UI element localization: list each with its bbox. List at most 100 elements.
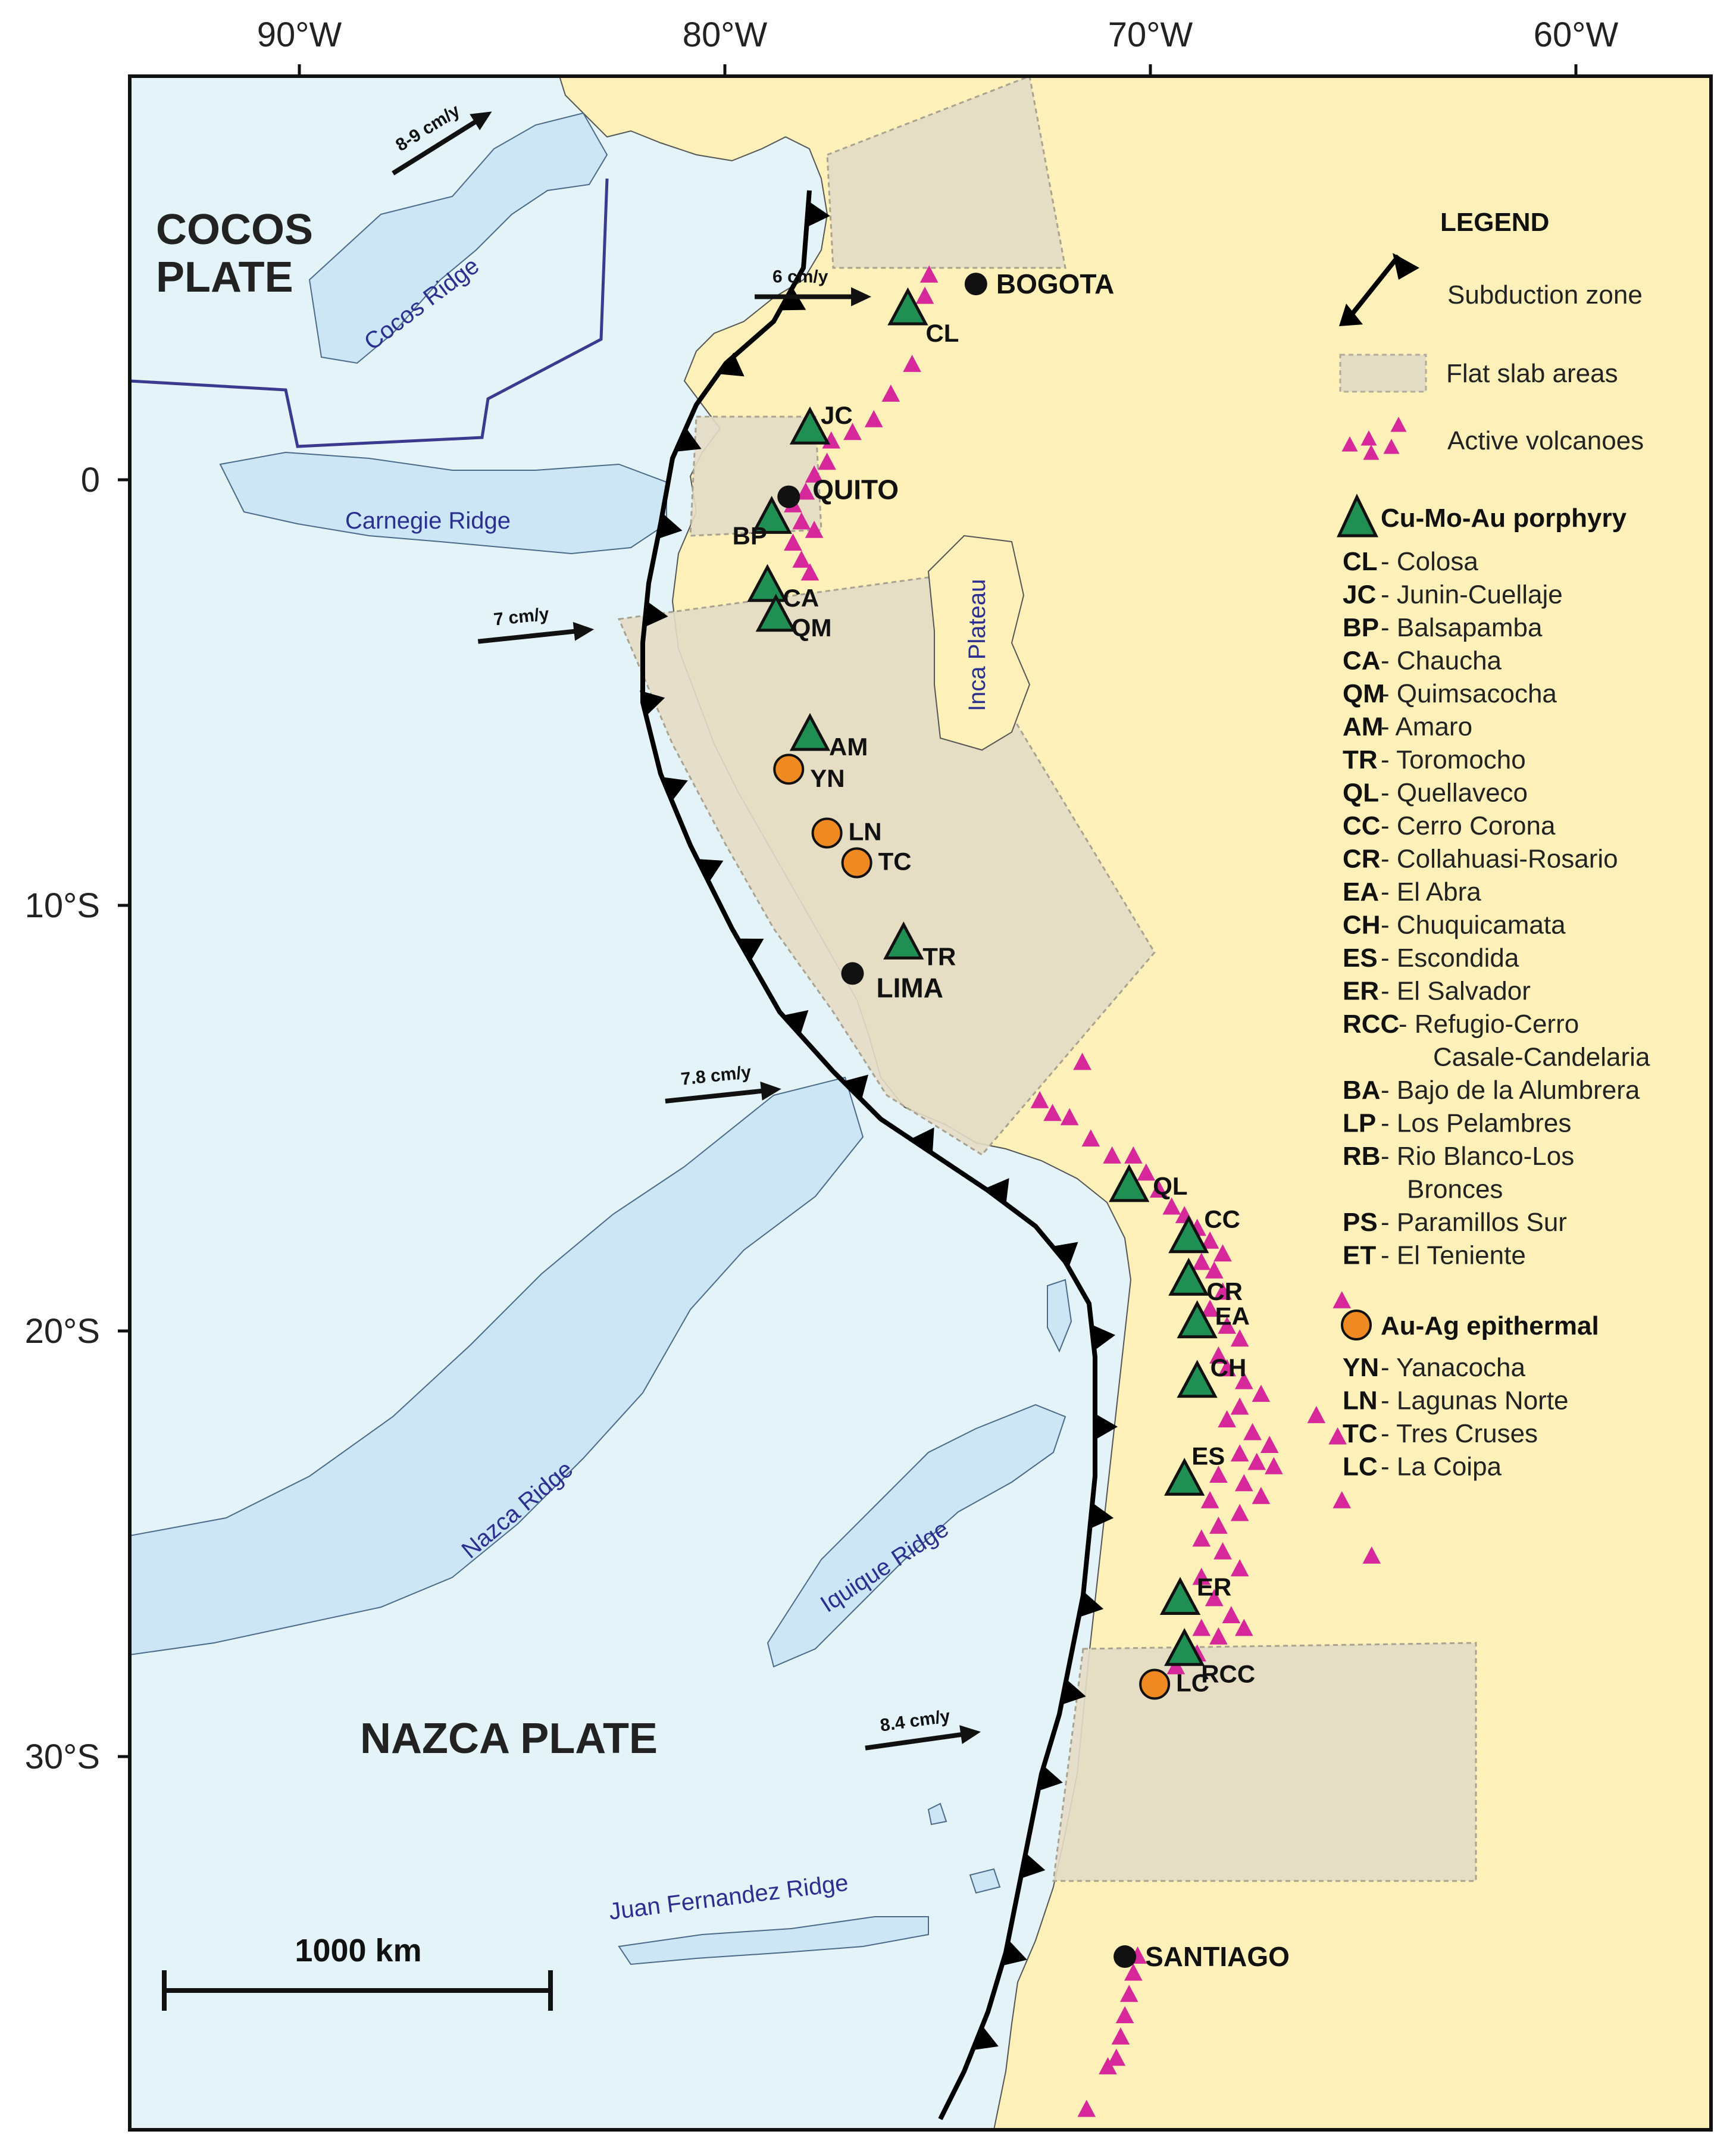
lat-tick-label: 10°S xyxy=(25,886,100,925)
cocos-plate-label-2: PLATE xyxy=(156,254,293,301)
trench-tooth xyxy=(644,601,668,627)
scale-bar: 1000 km xyxy=(162,1933,553,2011)
legend-deposit-code: RB xyxy=(1343,1142,1381,1171)
legend-deposit-name: - Colosa xyxy=(1381,547,1478,576)
legend-deposit-code: CL xyxy=(1343,547,1378,576)
volcano-marker xyxy=(1205,1261,1224,1279)
porphyry-deposit-label: ES xyxy=(1191,1442,1225,1470)
inca-plateau xyxy=(927,535,1031,751)
legend-deposit-code: PS xyxy=(1343,1208,1378,1237)
legend-deposit-code: BP xyxy=(1343,613,1379,642)
legend-deposit-name: - El Abra xyxy=(1381,877,1481,907)
city-label: BOGOTA xyxy=(996,268,1114,299)
volcano-marker xyxy=(1235,1371,1253,1389)
lat-tick-label: 0 xyxy=(81,461,100,499)
volcano-marker xyxy=(792,550,811,568)
volcano-marker xyxy=(1124,1146,1143,1164)
volcano-marker xyxy=(1077,2099,1096,2117)
volcano-marker xyxy=(1209,1465,1228,1483)
volcano-marker xyxy=(1192,1252,1211,1270)
legend-epithermal-symbol xyxy=(1341,1310,1372,1340)
legend-deposit-name: - Collahuasi-Rosario xyxy=(1381,845,1618,874)
legend-porphyry-title: Cu-Mo-Au porphyry xyxy=(1381,504,1627,533)
legend-deposit-code: CA xyxy=(1343,646,1381,676)
trench-tooth xyxy=(662,777,688,802)
volcano-marker xyxy=(864,410,883,427)
trench-tooth xyxy=(737,938,764,961)
volcano-marker xyxy=(1213,1542,1232,1560)
porphyry-deposit-label: ER xyxy=(1197,1573,1231,1601)
legend-deposit-code: LC xyxy=(1343,1452,1378,1482)
legend-flat-slab-label: Flat slab areas xyxy=(1446,359,1618,388)
plate-motion-arrow: 6 cm/y xyxy=(755,267,872,307)
volcano-marker xyxy=(1218,1410,1236,1428)
volcano-marker xyxy=(1119,1985,1138,2002)
volcano-marker xyxy=(1213,1282,1232,1300)
trench-tooth xyxy=(657,513,683,539)
legend-deposit-code: EA xyxy=(1343,877,1379,907)
porphyry-deposit-label: QL xyxy=(1153,1172,1187,1200)
lat-tick-label: 20°S xyxy=(25,1312,100,1351)
city-label: SANTIAGO xyxy=(1145,1941,1290,1972)
trench-tooth xyxy=(718,352,745,377)
volcano-marker xyxy=(1362,1546,1381,1564)
volcano-marker xyxy=(1137,1163,1156,1181)
volcano-marker xyxy=(1162,1197,1181,1215)
porphyry-deposit-marker xyxy=(1177,1360,1218,1398)
porphyry-deposit-marker xyxy=(1168,1215,1209,1254)
volcano-marker xyxy=(1213,1244,1232,1262)
legend-deposit-code: CH xyxy=(1343,911,1381,940)
volcano-marker xyxy=(1218,1316,1236,1334)
epithermal-deposit-label: YN xyxy=(810,764,844,792)
cocos-ridge xyxy=(308,112,608,364)
volcano-marker xyxy=(1209,1516,1228,1534)
legend-deposit-code: ER xyxy=(1343,977,1379,1006)
legend-deposit-code: BA xyxy=(1343,1076,1381,1105)
legend-deposit-name: - Los Pelambres xyxy=(1381,1109,1571,1138)
legend-deposit-name: - Cerro Corona xyxy=(1381,811,1556,840)
porphyry-deposit-label: QM xyxy=(792,614,832,642)
legend-deposit-code: YN xyxy=(1343,1353,1379,1382)
flat-slab-colombia xyxy=(826,76,1066,269)
trench-tooth xyxy=(1002,1940,1027,1966)
porphyry-deposit-marker xyxy=(1164,1627,1205,1666)
city-marker xyxy=(841,962,864,985)
lon-tick-label: 60°W xyxy=(1534,15,1619,54)
legend-deposit-code: CR xyxy=(1343,845,1381,874)
legend-deposit-code: LP xyxy=(1343,1109,1376,1138)
trench-tooth xyxy=(1038,1765,1063,1791)
trench-tooth xyxy=(640,690,665,716)
legend-deposit-name: - Junin-Cuellaje xyxy=(1381,580,1563,610)
epithermal-deposit-marker xyxy=(1139,1668,1171,1700)
legend-volcanoes-label: Active volcanoes xyxy=(1447,426,1644,455)
ridge-islet xyxy=(927,1802,947,1826)
legend: LEGEND Subduction zone Flat slab areas A… xyxy=(1337,208,1650,1482)
volcano-marker xyxy=(1200,1491,1219,1508)
volcano-marker xyxy=(1043,1104,1062,1121)
porphyry-deposit-label: CA xyxy=(783,584,819,612)
city-label: QUITO xyxy=(812,474,899,505)
plate-motion-arrow: 7 cm/y xyxy=(477,604,595,644)
volcano-marker xyxy=(1230,1504,1249,1521)
legend-deposit-name: - Toromocho xyxy=(1381,745,1526,774)
volcano-marker xyxy=(1235,1474,1253,1492)
ridge-islet xyxy=(1047,1279,1072,1353)
epithermal-deposit-marker xyxy=(773,754,805,785)
volcano-marker xyxy=(1073,1052,1091,1070)
cocos-plate-label-1: COCOS xyxy=(156,206,313,254)
legend-deposit-name: - El Teniente xyxy=(1381,1241,1526,1270)
legend-deposit-name: - Amaro xyxy=(1381,713,1472,742)
volcano-marker xyxy=(1209,1627,1228,1645)
volcano-marker xyxy=(881,385,900,402)
legend-deposit-name-cont: Casale-Candelaria xyxy=(1433,1043,1650,1072)
nazca-plate-label: NAZCA PLATE xyxy=(360,1715,658,1763)
trench-tooth xyxy=(1061,1679,1086,1705)
porphyry-deposit-label: TR xyxy=(922,942,956,970)
epithermal-deposit-marker xyxy=(841,847,872,879)
porphyry-deposit-label: EA xyxy=(1215,1302,1250,1330)
legend-deposit-code: QM xyxy=(1343,679,1385,708)
volcano-marker xyxy=(1265,1457,1283,1474)
volcano-marker xyxy=(1230,1329,1249,1347)
legend-deposit-code: LN xyxy=(1343,1386,1378,1415)
